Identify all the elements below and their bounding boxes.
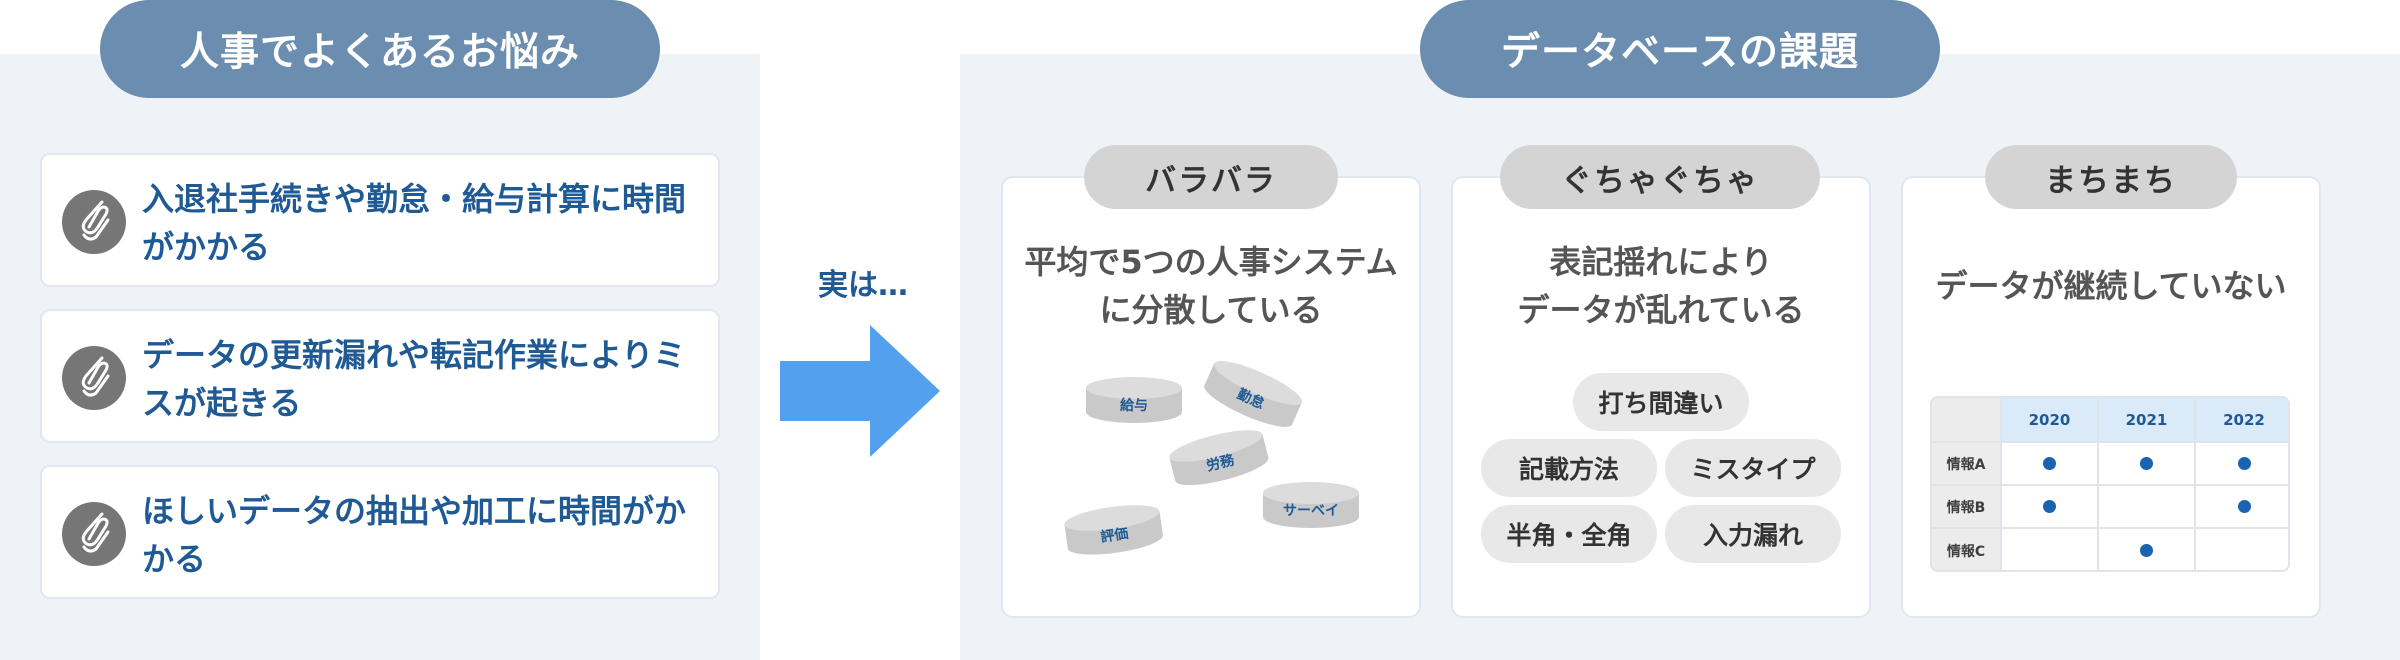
- problem-card: データの更新漏れや転記作業によりミスが起きる: [40, 309, 720, 443]
- table-row-header: 情報C: [1932, 529, 2000, 570]
- table-column-header: 2021: [2099, 398, 2194, 441]
- hair-clip-icon: [62, 190, 126, 254]
- issue-card-messy: 表記揺れによりデータが乱れている 打ち間違い 記載方法 ミスタイプ 半角・全角 …: [1451, 176, 1871, 618]
- data-present-dot: [2043, 500, 2056, 513]
- database-cylinder: サーベイ: [1263, 482, 1359, 528]
- issue-label-messy: ぐちゃぐちゃ: [1500, 145, 1820, 209]
- table-cell: [2196, 443, 2288, 484]
- hair-clip-icon: [62, 502, 126, 566]
- database-cluster: 給与 勤怠 労務 評価 サーベイ: [1064, 361, 1359, 555]
- inconsistency-tag: 入力漏れ: [1665, 505, 1841, 563]
- table-cell: [2002, 443, 2097, 484]
- table-cell: [2099, 443, 2194, 484]
- inconsistency-tag: 半角・全角: [1481, 505, 1657, 563]
- issue-label-scattered: バラバラ: [1084, 145, 1338, 209]
- data-present-dot: [2043, 457, 2056, 470]
- table-corner: [1932, 398, 2000, 441]
- database-cylinder: 勤怠: [1204, 361, 1303, 427]
- problem-text: データの更新漏れや転記作業によりミスが起きる: [142, 336, 686, 422]
- hr-problems-title: 人事でよくあるお悩み: [100, 0, 660, 98]
- hair-clip-icon: [62, 346, 126, 410]
- table-grid-line: [1932, 484, 2288, 486]
- continuity-table: 2020 2021 2022 情報A 情報B 情報C: [1930, 396, 2290, 572]
- table-grid-line: [1932, 441, 2288, 443]
- database-cylinder: 労務: [1169, 430, 1269, 486]
- data-present-dot: [2140, 544, 2153, 557]
- table-grid-line: [1932, 527, 2288, 529]
- right-arrow-icon: [780, 325, 940, 457]
- issue-description: 平均で5つの人事システムに分散している: [1024, 243, 1398, 329]
- data-present-dot: [2140, 457, 2153, 470]
- transition-text: 実は…: [818, 268, 908, 303]
- database-label: 労務: [1205, 451, 1237, 475]
- data-present-dot: [2237, 457, 2251, 470]
- inconsistency-tag: 打ち間違い: [1573, 373, 1749, 431]
- database-cylinder: 給与: [1086, 377, 1182, 423]
- issue-description: 表記揺れによりデータが乱れている: [1517, 243, 1805, 329]
- problem-text: ほしいデータの抽出や加工に時間がかかる: [142, 492, 687, 578]
- inconsistency-tag: ミスタイプ: [1665, 439, 1841, 497]
- problem-text: 入退社手続きや勤怠・給与計算に時間がかかる: [142, 180, 687, 266]
- problem-card: ほしいデータの抽出や加工に時間がかかる: [40, 465, 720, 599]
- problem-card: 入退社手続きや勤怠・給与計算に時間がかかる: [40, 153, 720, 287]
- database-label: 給与: [1120, 397, 1148, 414]
- table-row-header: 情報B: [1932, 486, 2000, 527]
- table-cell: [2099, 529, 2194, 570]
- issue-label-inconsistent: まちまち: [1985, 145, 2237, 209]
- table-cell: [2002, 486, 2097, 527]
- issue-card-scattered: 平均で5つの人事システムに分散している 給与 勤怠 労務 評価 サーベイ: [1001, 176, 1421, 618]
- database-cylinder: 評価: [1064, 505, 1163, 555]
- issue-description: データが継続していない: [1935, 267, 2287, 305]
- table-cell: [2196, 486, 2288, 527]
- database-issues-title: データベースの課題: [1420, 0, 1940, 98]
- table-cell: [2099, 486, 2194, 527]
- issue-card-inconsistent: データが継続していない 2020 2021 2022 情報A 情報B 情報C: [1901, 176, 2321, 618]
- table-column-header: 2022: [2196, 398, 2288, 441]
- database-label: サーベイ: [1283, 503, 1339, 519]
- arrow-shape: [780, 325, 940, 457]
- inconsistency-tag: 記載方法: [1481, 439, 1657, 497]
- table-column-header: 2020: [2002, 398, 2097, 441]
- table-cell: [2002, 529, 2097, 570]
- data-present-dot: [2237, 500, 2251, 513]
- table-row-header: 情報A: [1932, 443, 2000, 484]
- table-cell: [2196, 529, 2288, 570]
- database-label: 評価: [1099, 525, 1129, 546]
